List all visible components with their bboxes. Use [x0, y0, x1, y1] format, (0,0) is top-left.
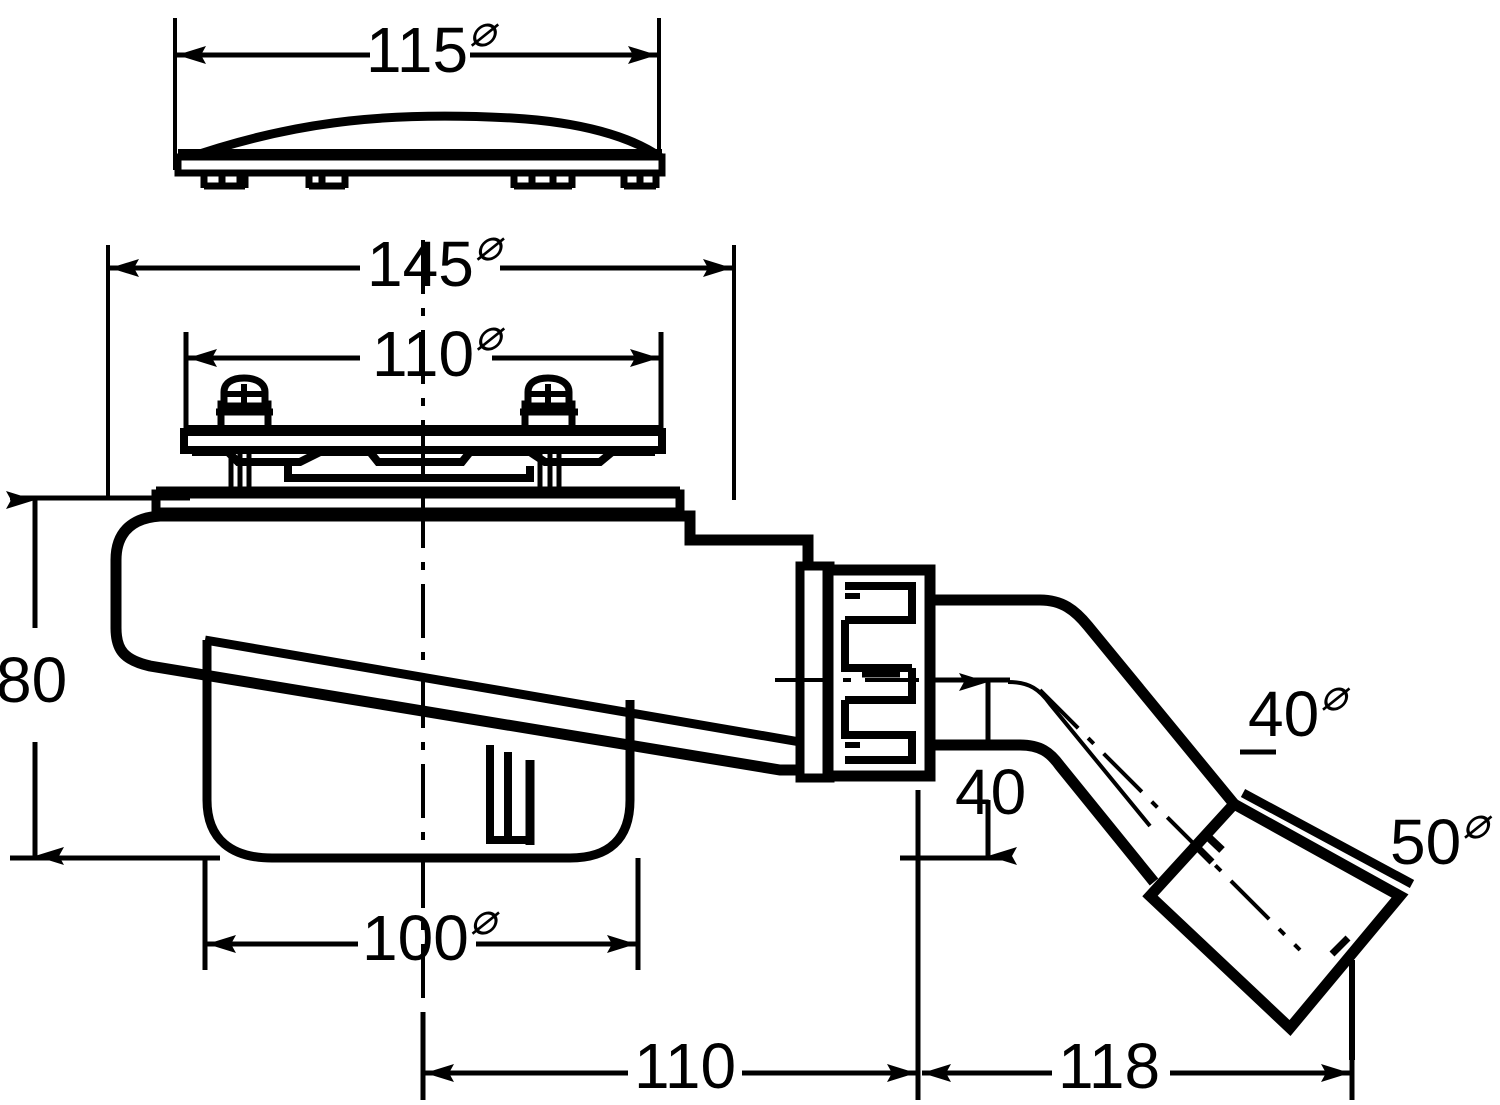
cover-feet — [200, 173, 660, 190]
cover-plate — [174, 111, 666, 177]
dim-label-body-centre-to-union: 110 — [634, 1030, 737, 1102]
dim-label-pipe-diameter: 40⌀ — [1248, 671, 1347, 750]
union-nut — [795, 561, 936, 783]
trap-body-rim — [151, 486, 685, 517]
dim-145-extension-lines — [106, 245, 736, 500]
dim-100dia-extension-lines — [202, 858, 641, 970]
dim-label-cover-diameter: 115⌀ — [366, 7, 496, 86]
dim-115-extension-lines — [173, 18, 661, 170]
dim-label-union-to-socket-end: 118 — [1058, 1030, 1161, 1102]
dim-label-flange-inner-diameter: 110⌀ — [372, 311, 502, 390]
trap-body — [110, 510, 814, 776]
clamp-screw-right — [520, 374, 578, 436]
dim-label-socket-diameter: 50⌀ — [1390, 799, 1489, 878]
outlet-pipe — [930, 594, 1267, 886]
clamp-screw-left — [216, 374, 273, 436]
dim-110-extension-lines — [420, 790, 921, 1100]
outlet-socket — [1142, 789, 1415, 1037]
dim-label-bowl-diameter: 100⌀ — [362, 895, 497, 974]
dim-label-flange-outer-diameter: 145⌀ — [367, 221, 502, 300]
dim-label-outlet-centre-height: 40 — [955, 756, 1027, 828]
dim-label-body-height: 80 — [0, 644, 68, 716]
